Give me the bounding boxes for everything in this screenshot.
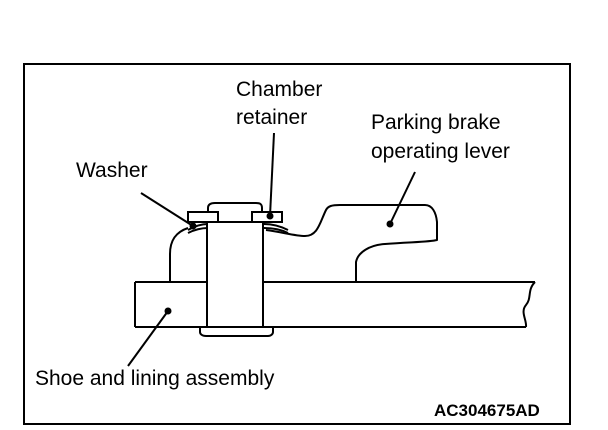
chamber-retainer-label-line1: Chamber <box>236 78 323 101</box>
leader-shoe-lining <box>127 310 169 367</box>
figure-code: AC304675AD <box>434 401 540 420</box>
leader-dots <box>164 212 394 315</box>
figure-frame <box>23 63 571 425</box>
washer-label: Washer <box>76 159 148 182</box>
parking-brake-lever-label-line2: operating lever <box>371 140 510 163</box>
parking-brake-operating-lever <box>265 204 438 282</box>
leader-washer <box>140 192 194 227</box>
leader-chamber-retainer <box>269 132 275 217</box>
shoe-and-lining-assembly <box>134 281 536 328</box>
parking-brake-lever-label-line1: Parking brake <box>371 111 501 134</box>
leader-parking-brake-lever <box>389 171 416 225</box>
pin-head <box>207 202 263 215</box>
chamber-retainer-label-line2: retainer <box>236 106 308 129</box>
leader-lines <box>127 132 416 367</box>
shoe-web-tab <box>169 227 189 282</box>
shoe-lining-assembly-label: Shoe and lining assembly <box>35 367 275 390</box>
pin-shaft <box>199 221 274 337</box>
